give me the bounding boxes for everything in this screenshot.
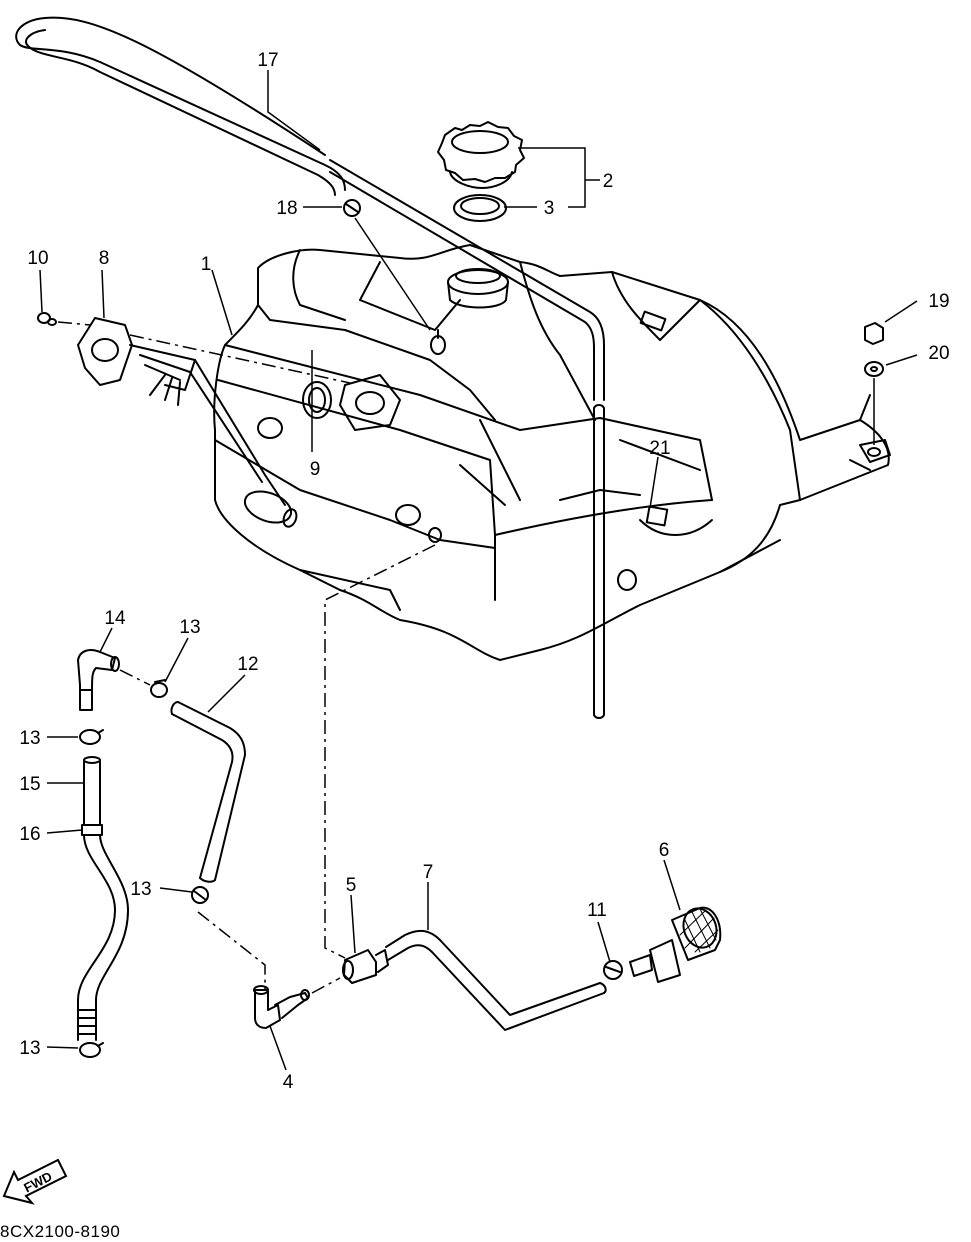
callout-20: 20 — [928, 343, 949, 364]
assembly-line — [119, 669, 151, 686]
fuel-hose-7 — [385, 929, 607, 1031]
clamp-11 — [603, 960, 623, 980]
clamp-13 — [79, 1042, 104, 1058]
callout-15: 15 — [19, 774, 40, 795]
callout-19: 19 — [928, 291, 949, 312]
drawing-code: 8CX2100-8190 — [0, 1222, 120, 1241]
callout-12: 12 — [237, 654, 258, 675]
fwd-label: FWD — [21, 1169, 54, 1196]
vent-hose-17 — [15, 16, 605, 719]
callout-10: 10 — [27, 248, 48, 269]
callout-8: 8 — [99, 248, 110, 269]
callout-13: 13 — [179, 617, 200, 638]
hose-16 — [77, 824, 129, 1041]
fuel-sender-8 — [77, 317, 298, 528]
fwd-arrow: FWD — [2, 1158, 68, 1205]
callout-13: 13 — [19, 728, 40, 749]
cap-gasket-3 — [453, 194, 507, 222]
leader-lines — [39, 70, 918, 1071]
callout-18: 18 — [276, 198, 297, 219]
clamp-13 — [150, 679, 168, 698]
callout-9: 9 — [310, 459, 321, 480]
callout-6: 6 — [659, 840, 670, 861]
elbow-joint-14 — [77, 649, 120, 711]
screw-10 — [37, 312, 57, 326]
clip-18 — [343, 199, 361, 217]
washer-20 — [864, 361, 884, 377]
callout-17: 17 — [257, 50, 278, 71]
clamp-13 — [191, 886, 209, 904]
fuel-filter-6 — [629, 906, 722, 983]
callout-13: 13 — [130, 879, 151, 900]
callout-4: 4 — [283, 1072, 294, 1093]
callout-21: 21 — [649, 438, 670, 459]
callout-14: 14 — [104, 608, 126, 629]
leader — [354, 217, 431, 331]
nut-19 — [864, 322, 884, 345]
hose-15 — [83, 756, 101, 826]
callout-16: 16 — [19, 824, 40, 845]
fuel-tank-1 — [213, 244, 891, 661]
fuel-fitting-4 — [253, 985, 310, 1029]
callout-1: 1 — [201, 254, 212, 275]
fuel-hose-12 — [170, 701, 246, 883]
assembly-line — [311, 977, 341, 994]
fuel-cock-5 — [342, 949, 389, 984]
drawing-code-text: 8CX2100-8190 — [0, 1222, 120, 1241]
callout-2: 2 — [603, 171, 614, 192]
callout-5: 5 — [346, 875, 357, 896]
callout-3: 3 — [544, 198, 555, 219]
callout-13: 13 — [19, 1038, 40, 1059]
assembly-line — [57, 321, 91, 326]
clamp-13 — [79, 729, 104, 745]
assembly-line — [197, 911, 266, 990]
callout-7: 7 — [423, 862, 434, 883]
filler-cap-2 — [437, 121, 525, 189]
assembly-line — [129, 334, 351, 384]
callout-11: 11 — [587, 900, 607, 921]
assembly-line — [324, 544, 436, 959]
